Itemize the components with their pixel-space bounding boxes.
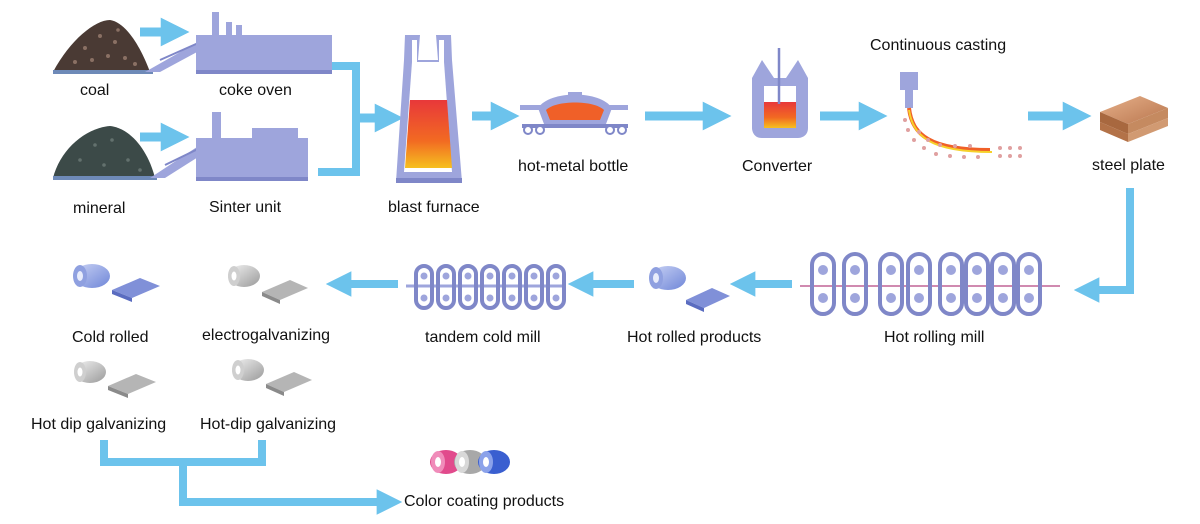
blast-furnace-label: blast furnace [388,199,480,216]
coke-to-furnace-line [318,62,360,176]
color-coating-coils-icon [430,450,510,474]
hot-metal-bottle-icon [520,92,628,135]
coke-oven-label: coke oven [219,82,292,99]
color-coating-products-label: Color coating products [404,493,565,510]
coal-pile-icon [53,20,153,74]
electrogalvanizing-plate-icon [262,280,308,304]
plate-to-rolling-line [1073,188,1134,303]
hot-dip-galvanizing-coil-icon [74,361,106,383]
continuous-casting-label: Continuous casting [870,37,1007,54]
cold-rolled-label: Cold rolled [72,329,149,346]
converter-icon [752,48,808,138]
hot-dip-galvanizing-2-plate-icon [266,372,312,396]
galvanizing-bracket-line [100,440,392,502]
blast-furnace-icon [396,35,462,183]
hot-rolled-plate-icon [686,288,730,312]
hot-dip-galvanizing-2-label: Hot-dip galvanizing [200,416,337,433]
tandem-cold-mill-label: tandem cold mill [425,329,541,346]
continuous-casting-icon [900,72,1022,159]
electrogalvanizing-label: electrogalvanizing [202,327,331,344]
hot-dip-galvanizing-plate-icon [108,374,156,398]
electrogalvanizing-coil-icon [228,265,260,287]
coke-oven-icon [145,12,332,74]
converter-label: Converter [742,158,813,175]
coal-label: coal [80,82,110,99]
steel-plate-label: steel plate [1092,157,1165,174]
tandem-cold-mill-icon [406,264,566,310]
hot-rolling-mill-icon [800,252,1060,316]
steel-plate-icon [1100,96,1168,142]
hot-rolling-mill-label: Hot rolling mill [884,329,985,346]
sinter-unit-label: Sinter unit [209,199,282,216]
hot-dip-galvanizing-label: Hot dip galvanizing [31,416,167,433]
mineral-pile-icon [53,126,157,180]
mineral-label: mineral [73,200,126,217]
cold-rolled-plate-icon [112,278,160,302]
hot-dip-galvanizing-2-coil-icon [232,359,264,381]
hot-metal-bottle-label: hot-metal bottle [518,158,629,175]
hot-rolled-coil-icon [649,266,686,290]
hot-rolled-products-label: Hot rolled products [627,329,762,346]
sinter-unit-icon [150,112,308,181]
cold-rolled-coil-icon [73,264,110,288]
